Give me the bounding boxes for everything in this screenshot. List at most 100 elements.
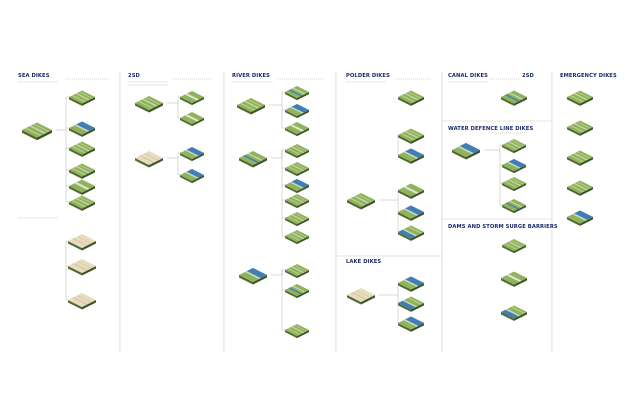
tile-side-right [82,128,95,137]
tile-side-right [82,266,96,276]
tile-dike [354,195,370,204]
tile-side-right [297,200,309,209]
tile-dike [457,146,474,155]
tile-field [33,123,50,132]
tile-side-left [398,232,411,241]
tile-river [504,94,520,102]
dike-tile [285,179,309,194]
connector [167,96,181,104]
tile-field [569,125,584,133]
tile-side-left [22,130,37,141]
tile-top [68,259,96,273]
tile-side-left [567,187,580,196]
dike-tile [567,210,593,226]
tile-road [185,93,199,101]
tile-field [511,140,524,147]
tile-water [291,104,309,113]
tile-side-left [285,110,297,119]
heading-2sd: 2SD [128,73,141,79]
dike-tile [502,159,526,174]
dike-tile [398,316,424,332]
tile-dike [142,98,158,107]
dike-tile [398,183,424,199]
tile-water [459,143,480,154]
tile-side-right [411,135,424,144]
heading-polder-dikes: POLDER DIKES [346,73,390,79]
tile-field [294,265,307,272]
dike-tile [180,147,204,162]
tile-top [285,86,309,98]
tile-river [243,155,259,163]
tile-field [287,328,301,335]
heading-canal-dikes: CANAL DIKES [448,73,488,79]
tile-dike [244,271,261,280]
tile-side-left [237,105,251,115]
tile-dike [291,196,305,203]
tile-field [25,127,42,136]
tile-side-left [398,323,411,332]
tile-side-left [502,245,514,254]
tile-water [291,179,309,188]
tile-field [287,148,301,155]
tile-side-left [68,266,82,276]
dike-tile [347,288,375,305]
tile-side-left [502,145,514,154]
tile-side-right [514,205,526,214]
tile-field [504,143,518,150]
tile-side-left [398,303,411,312]
tile-field [145,97,161,105]
tile-side-left [398,155,411,164]
tile-top [135,151,163,165]
connector [397,295,400,324]
heading-dams-storm-surge-barriers: DAMS AND STORM SURGE BARRIERS [448,224,558,230]
dike-tile [285,162,309,177]
tile-dike [403,319,419,327]
tile-side-left [180,97,192,106]
tile-ridge [76,295,92,303]
heading-lake-dikes: LAKE DIKES [346,259,381,265]
connector [484,144,503,151]
tile-side-right [580,127,593,136]
tile-river [288,287,303,295]
tile-side-right [580,157,593,166]
tile-side-left [347,200,361,210]
dike-tile [239,151,267,168]
tile-side-left [285,92,297,101]
dike-tile [69,163,95,179]
dike-tile [69,121,95,137]
tile-side-right [411,97,424,106]
tile-ridge [139,155,155,163]
tile-side-left [69,202,82,211]
tile-side-left [135,103,149,113]
dike-tile [285,86,309,101]
tile-side-right [580,217,593,226]
section-headers: SEA DIKES 2SD RIVER DIKES POLDER DIKES C… [18,73,617,265]
tile-side-left [567,127,580,136]
tile-dike [244,100,260,109]
tile-side-right [297,330,309,339]
tile-field [357,194,373,202]
dike-tile [398,128,424,144]
tile-side-left [285,330,297,339]
tile-side-left [567,97,580,106]
tile-dike [292,87,306,95]
dike-tile [285,144,309,159]
tile-side-right [251,105,265,115]
tile-road [290,124,304,132]
dike-tile [135,96,163,113]
dike-tile [452,143,480,160]
dike-tile [180,91,204,106]
tile-side-left [285,290,297,299]
tile-side-right [580,97,593,106]
connector [65,130,70,203]
dike-tile [68,234,96,251]
tile-side-right [82,241,96,251]
dike-tile [347,193,375,210]
tile-field [504,181,518,188]
tile-field [78,164,93,172]
tile-road [403,186,419,194]
tile-dike [75,166,90,174]
tile-water [508,159,526,168]
tile-water [186,147,204,156]
dike-tile [22,122,52,141]
